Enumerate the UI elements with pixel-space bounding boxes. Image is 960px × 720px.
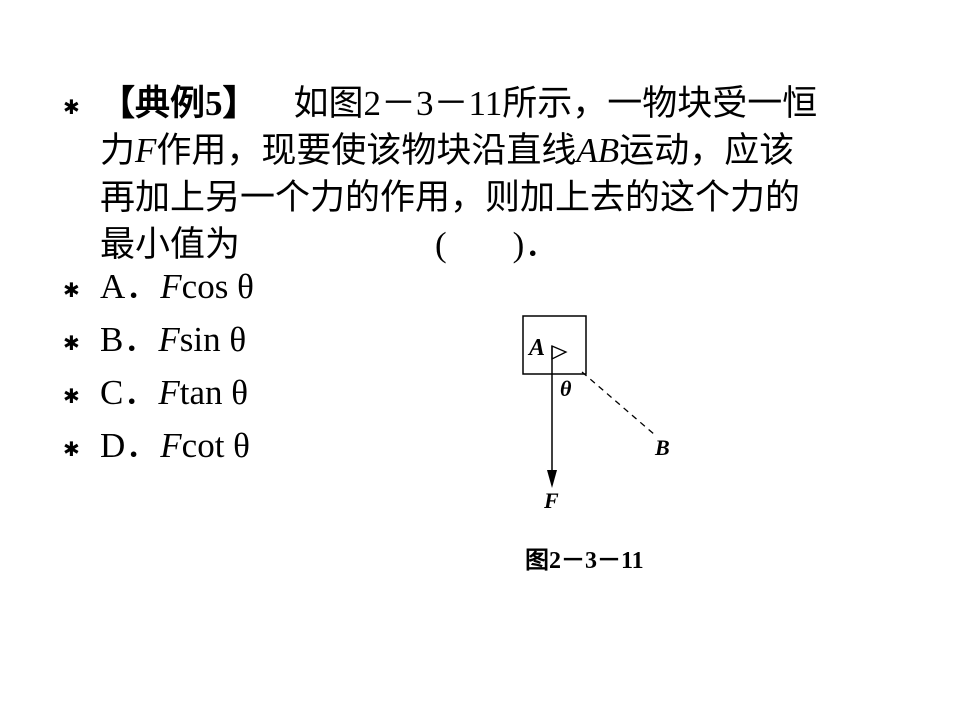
option-letter: A．: [100, 267, 161, 306]
q2a: 力: [100, 131, 136, 170]
option-expr: sin θ: [179, 320, 247, 359]
question-text: 【典例5】如图2－3－11所示，一物块受一恒 力F作用，现要使该物块沿直线AB运…: [100, 80, 900, 268]
option-c: C．Ftan θ: [100, 373, 248, 413]
q2b: 作用，现要使该物块沿直线: [156, 131, 577, 170]
label-B: B: [654, 435, 670, 460]
question-line-4: 最小值为 ( )．: [100, 221, 900, 268]
option-expr: cot θ: [181, 426, 250, 465]
paren-open: (: [435, 225, 447, 264]
question-line-3: 再加上另一个力的作用，则加上去的这个力的: [100, 178, 801, 217]
option-b: B．Fsin θ: [100, 320, 246, 360]
question-line-1-text: 如图2－3－11所示，一物块受一恒: [293, 84, 818, 123]
bullet-icon: ✱: [63, 331, 80, 355]
option-a: A．Fcos θ: [100, 267, 254, 307]
option-var: F: [160, 267, 182, 306]
force-diagram: A θ B F: [522, 315, 670, 513]
question-line-1: 【典例5】如图2－3－11所示，一物块受一恒: [100, 80, 900, 127]
option-letter: C．: [100, 373, 159, 412]
answer-blank: ( )．: [435, 221, 559, 268]
option-letter: B．: [100, 320, 159, 359]
q2c: 运动，应该: [619, 131, 795, 170]
option-expr: tan θ: [179, 373, 249, 412]
label-theta: θ: [560, 376, 572, 401]
option-var: F: [158, 373, 180, 412]
label-F: F: [543, 488, 559, 513]
example-tag: 【典例5】: [100, 84, 258, 123]
option-expr: cos θ: [181, 267, 254, 306]
var-F: F: [135, 131, 157, 170]
bullet-icon: ✱: [63, 95, 80, 119]
option-letter: D．: [100, 426, 161, 465]
bullet-icon: ✱: [63, 437, 80, 461]
figure-caption: 图2－3－11: [525, 548, 644, 574]
option-var: F: [158, 320, 180, 359]
paren-close: )．: [512, 225, 560, 264]
block-rect: [522, 315, 587, 375]
var-AB: AB: [576, 131, 620, 170]
question-line-2: 力F作用，现要使该物块沿直线AB运动，应该: [100, 127, 900, 174]
option-d: D．Fcot θ: [100, 426, 250, 466]
bullet-icon: ✱: [63, 278, 80, 302]
bullet-icon: ✱: [63, 384, 80, 408]
label-A: A: [527, 335, 545, 361]
q4: 最小值为: [100, 225, 241, 264]
option-var: F: [160, 426, 182, 465]
line-AB-dashed: [581, 371, 656, 436]
arrow-head-icon: [547, 470, 557, 488]
